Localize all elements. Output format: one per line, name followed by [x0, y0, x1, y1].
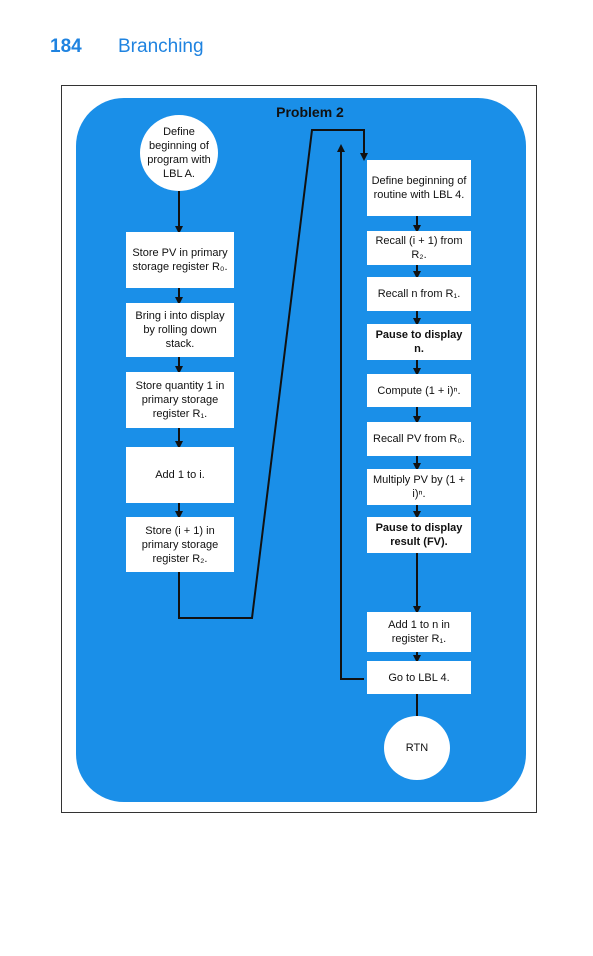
compute-step: Compute (1 + i)ⁿ.	[367, 374, 471, 407]
pause-n-step: Pause to display n.	[367, 324, 471, 360]
recall-n-step: Recall n from R₁.	[367, 277, 471, 311]
define-routine-step: Define beginning of routine with LBL 4.	[367, 160, 471, 216]
recall-i1-step: Recall (i + 1) from R₂.	[367, 231, 471, 265]
add-1-step: Add 1 to i.	[126, 447, 234, 503]
multiply-step: Multiply PV by (1 + i)ⁿ.	[367, 469, 471, 505]
loop-back-to-lbl4	[337, 144, 364, 680]
pause-fv-step: Pause to display result (FV).	[367, 517, 471, 553]
diagram-title: Problem 2	[276, 104, 344, 120]
crossover-to-routine	[178, 129, 368, 619]
figure-frame	[61, 85, 537, 813]
end-node: RTN	[384, 716, 450, 780]
page-number: 184	[50, 36, 82, 57]
add-n-step: Add 1 to n in register R₁.	[367, 612, 471, 652]
section-title: Branching	[118, 36, 204, 57]
recall-pv-step: Recall PV from R₀.	[367, 422, 471, 456]
bring-i-step: Bring i into display by rolling down sta…	[126, 303, 234, 357]
goto-lbl4-step: Go to LBL 4.	[367, 661, 471, 694]
store-1-step: Store quantity 1 in primary storage regi…	[126, 372, 234, 428]
store-i1-step: Store (i + 1) in primary storage registe…	[126, 517, 234, 572]
store-pv-step: Store PV in primary storage register R₀.	[126, 232, 234, 288]
start-node: Define beginning of program with LBL A.	[140, 115, 218, 191]
